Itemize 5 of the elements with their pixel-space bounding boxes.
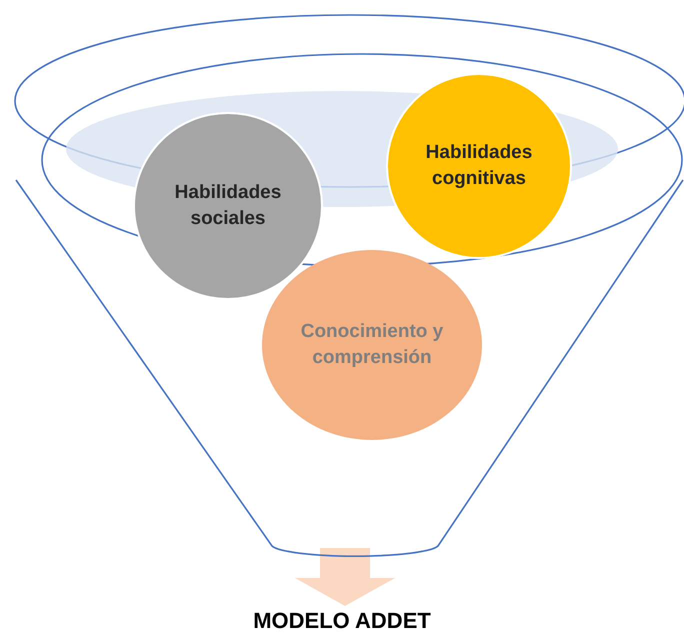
circle-label: Conocimiento y comprensión bbox=[300, 320, 444, 370]
block-arrow bbox=[295, 548, 395, 606]
circle-label: Habilidades cognitivas bbox=[424, 141, 534, 191]
result-label: MODELO ADDET bbox=[253, 608, 431, 633]
circle-label: Habilidades sociales bbox=[174, 181, 282, 231]
